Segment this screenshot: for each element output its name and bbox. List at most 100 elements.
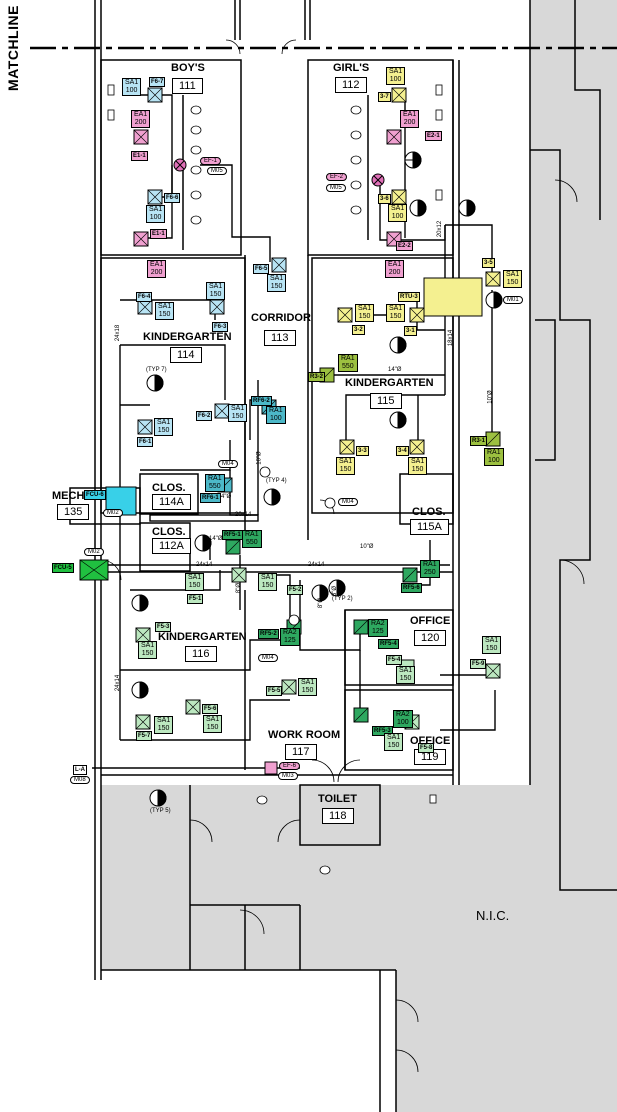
room-117-number: 117 <box>285 744 317 760</box>
tag-rf5-4: RF5-4 <box>378 639 399 649</box>
tag-f5-2: F5-2 <box>287 585 304 595</box>
callout-ef-2: EF-2 <box>326 173 348 181</box>
callout-ef-1: EF-1 <box>200 157 222 165</box>
tag-f6-7: F6-7 <box>149 77 166 87</box>
dim-10-dia-east: 10"Ø <box>487 390 494 404</box>
room-112-number: 112 <box>335 77 367 93</box>
dim-24x18: 24x18 <box>115 324 122 342</box>
dim-10-dia-corridor: 10"Ø <box>256 451 263 465</box>
callout-m01: M01 <box>503 296 523 304</box>
room-135-number: 135 <box>57 504 90 520</box>
callout-m04-k115: M04 <box>338 498 358 506</box>
tag-fcu-5: FCU-5 <box>52 563 74 573</box>
callout-m05-boys: M05 <box>207 167 227 175</box>
dim-14-dia-lower: 14"Ø <box>209 536 223 542</box>
tag-f5-7: F5-7 <box>136 731 153 741</box>
dim-4-dia: 4"Ø <box>221 494 232 500</box>
room-115-number: 115 <box>370 393 402 409</box>
tag-r3-2: R3-2 <box>308 372 326 382</box>
room-114-number: 114 <box>170 347 202 363</box>
tag-f5-6: F5-6 <box>202 704 219 714</box>
tag-3-5: 3-5 <box>482 258 495 268</box>
dim-18x14: 18x14 <box>448 329 455 347</box>
dim-24x14-east: 24x14 <box>308 562 325 568</box>
room-115a-number: 115A <box>410 519 449 535</box>
tag-f5-9: F5-9 <box>470 659 487 669</box>
tag-l-a: L-A <box>73 765 87 775</box>
tag-r3-1: R3-1 <box>470 436 488 446</box>
tag-f6-5: F6-5 <box>253 264 270 274</box>
exhaust-fans <box>173 158 385 187</box>
nic-zones <box>101 0 617 1112</box>
room-120-number: 120 <box>414 630 447 646</box>
duct-terminals <box>259 466 336 626</box>
note-typ-2: (TYP 2) <box>332 596 353 602</box>
tag-rf5-6: RF5-6 <box>401 583 422 593</box>
tag-3-3: 3-3 <box>356 446 369 456</box>
callout-m04-work: M04 <box>258 654 278 662</box>
room-135-name: MECH. <box>52 490 88 502</box>
tag-f5-5: F5-5 <box>266 686 283 696</box>
room-114a-name: CLOS. <box>152 482 186 494</box>
callout-m05-girls: M05 <box>326 184 346 192</box>
dim-24x14-vertical: 24x14 <box>115 674 122 692</box>
room-116-name: KINDERGARTEN <box>158 631 247 643</box>
tag-f6-4: F6-4 <box>136 292 153 302</box>
room-112a-name: CLOS. <box>152 526 186 538</box>
tag-3-7: 3-7 <box>378 92 391 102</box>
dim-8-dia-c: 8"Ø <box>332 585 339 597</box>
dim-10-dia-lower: 10"Ø <box>360 544 374 550</box>
room-114-name: KINDERGARTEN <box>143 331 232 343</box>
callout-m04-closet: M04 <box>218 460 238 468</box>
room-115a-name: CLOS. <box>412 506 446 518</box>
dim-20x12: 20x12 <box>437 220 444 238</box>
dim-14-dia-k115: 14"Ø <box>388 367 402 373</box>
tag-rtu-3: RTU-3 <box>398 292 420 302</box>
tag-e1-1-lower: E1-1 <box>150 229 167 239</box>
tag-e1-1-upper: E1-1 <box>131 151 148 161</box>
dim-8-dia-a: 8"Ø <box>236 582 243 594</box>
plumbing-fixtures <box>107 84 443 875</box>
note-typ-4: (TYP 4) <box>266 478 287 484</box>
room-120-name: OFFICE <box>410 615 451 627</box>
tag-f6-2: F6-2 <box>196 411 213 421</box>
tag-rf6-2: RF6-2 <box>251 396 272 406</box>
callout-m02-fcu6: M02 <box>103 509 123 517</box>
tag-rf5-1: RF5-1 <box>222 530 243 540</box>
note-typ-5: (TYP 5) <box>150 808 171 814</box>
tag-3-6: 3-6 <box>378 194 391 204</box>
dim-20x14: 20x14 <box>235 512 252 518</box>
room-113-name: CORRIDOR <box>251 312 311 324</box>
room-111-number: 111 <box>172 78 203 94</box>
callout-m03: M03 <box>278 772 298 780</box>
tag-f6-1: F6-1 <box>137 437 154 447</box>
tag-f5-3: F5-3 <box>155 622 172 632</box>
note-typ-7: (TYP 7) <box>146 367 167 373</box>
sensors <box>131 151 503 807</box>
